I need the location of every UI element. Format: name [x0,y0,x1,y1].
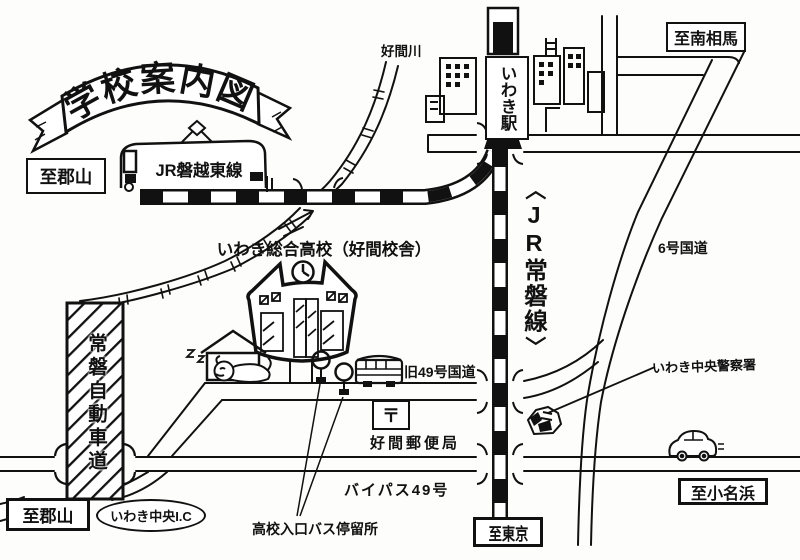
destination-minamisoma-label: 至南相馬 [673,31,738,48]
bus-stop-pole-1 [311,350,331,383]
old-route49-label: 旧49号国道 [404,364,476,380]
yoshima-river-label: 好間川 [381,44,422,59]
sleep-marks [184,349,207,363]
expressway-label-wrap: 常磐自動車道 [77,310,115,496]
destination-box-onahama: 至小名浜 [678,478,768,505]
bus-stop-label: 高校入口バス停留所 [252,521,378,537]
destination-box-koriyama-top: 至郡山 [26,158,106,194]
post-office-icon: 〒 [372,400,410,430]
post-office-mark: 〒 [382,406,400,426]
iwaki-station-sign: いわき駅 [485,56,529,140]
rail-crossing-brackets [292,122,524,485]
destination-koriyama-top-label: 至郡山 [39,166,93,187]
police-station-label: いわき中央警察署 [651,357,757,376]
police-pointer-line [547,366,656,414]
bus-stop-pointer-lines [296,383,344,517]
expressway-label: 常磐自動車道 [84,332,107,474]
title-banner: 学校案内図 [27,58,293,154]
joban-expressway [53,301,137,501]
clock-icon [291,260,315,284]
joban-line-close-bracket: 〉 [522,336,546,358]
sleeping-dog-icon [213,355,272,383]
destination-box-tokyo: 至東京 [473,517,543,547]
banetsu-line-label: JR磐越東線 [155,162,243,180]
station-rail-stub [484,6,522,149]
destination-box-minamisoma: 至南相馬 [666,22,746,52]
river-flow-arrow [278,209,314,237]
joban-line-open-bracket: 〈 [522,178,546,200]
svg-text:学校案内図: 学校案内図 [58,58,261,128]
expressway-overpass-brackets [53,442,137,486]
bus-stop-pole-2 [334,362,354,395]
iwaki-station-label: いわき駅 [498,65,516,131]
joban-line-label: 〈 JR常磐線 〉 [513,166,555,370]
iwaki-chuo-ic-badge: いわき中央I.C [96,499,206,532]
route6-label: 6号国道 [658,240,708,256]
map-title: 学校案内図 [58,58,259,128]
route6-road [577,51,745,546]
old-route49-road [147,339,604,457]
bypass-road [0,456,800,472]
iwaki-chuo-ic-label: いわき中央I.C [110,509,192,524]
school-label: いわき総合高校（好間校舎） [216,241,432,259]
joban-line-name: JR常磐線 [521,201,547,335]
train-icon [119,119,273,192]
car-icon [668,429,724,462]
minamisoma-road [616,56,740,76]
destination-koriyama-bottom-label: 至郡山 [22,507,74,526]
destination-onahama-label: 至小名浜 [690,485,755,503]
roads [0,15,800,546]
police-station-building [526,405,563,436]
banetsu-railway [140,148,502,205]
river-hatch-marks [118,89,385,308]
school-driveway [289,359,313,383]
destination-box-koriyama-bottom: 至郡山 [6,498,90,531]
post-office-label: 好間郵便局 [370,435,461,452]
station-buildings-right [533,38,605,132]
bus-icon [354,354,404,387]
station-buildings-left [425,57,477,123]
destination-tokyo-label: 至東京 [488,524,528,544]
bypass49-label: バイパス49号 [344,482,450,499]
station-front-road [427,134,800,153]
school-building [246,258,358,363]
